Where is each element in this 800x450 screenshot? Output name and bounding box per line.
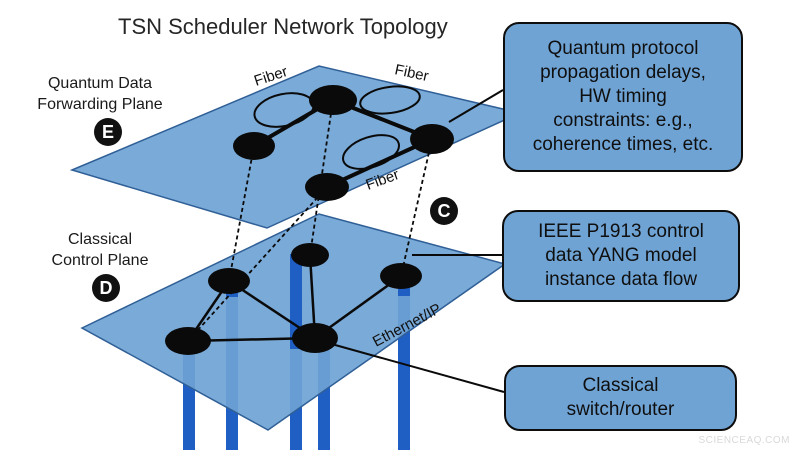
label-line: Control Plane: [51, 252, 149, 269]
callout-pointers: [327, 89, 505, 393]
quantum-plane-label: Quantum Data Forwarding Plane: [20, 73, 180, 115]
quantum-node: [233, 132, 275, 160]
label-line: Quantum Data: [47, 75, 153, 92]
quantum-nodes: [233, 85, 454, 201]
callout-line: Classical: [582, 375, 659, 396]
callout-line: HW timing: [579, 86, 667, 107]
classical-node: [165, 327, 211, 355]
label-line: Classical: [67, 231, 132, 248]
classical-plane-label: Classical Control Plane: [30, 229, 170, 271]
callout-yang-model: IEEE P1913 control data YANG model insta…: [502, 210, 740, 302]
badge-d: D: [92, 274, 120, 302]
dashed-link: [228, 145, 255, 282]
diagram-title: TSN Scheduler Network Topology: [118, 14, 448, 39]
callout-line: IEEE P1913 control: [538, 221, 704, 242]
callout-line: coherence times, etc.: [532, 134, 714, 155]
badge-c: C: [430, 197, 458, 225]
post: [290, 254, 302, 349]
callout-line: data YANG model: [545, 245, 697, 266]
watermark: SCIENCEAQ.COM: [698, 435, 790, 446]
pointer-quantum-constraints: [448, 89, 504, 123]
fiber-label-right: Fiber: [393, 61, 430, 85]
quantum-node: [305, 173, 349, 201]
callout-line: Quantum protocol: [547, 38, 699, 59]
quantum-node: [309, 85, 357, 115]
callout-line: propagation delays,: [540, 62, 706, 83]
badge-e: E: [94, 118, 122, 146]
callout-switch-router: Classical switch/router: [504, 365, 737, 431]
callout-quantum-constraints: Quantum protocol propagation delays, HW …: [503, 22, 743, 172]
callout-line: switch/router: [566, 399, 675, 420]
label-line: Forwarding Plane: [37, 96, 163, 113]
callout-line: constraints: e.g.,: [553, 110, 693, 131]
pointer-switch-router: [327, 342, 505, 393]
dashed-link: [400, 138, 433, 277]
fiber-loop: [359, 85, 421, 115]
quantum-node: [410, 124, 454, 154]
classical-node: [208, 268, 250, 294]
classical-nodes: [165, 243, 422, 355]
callout-line: instance data flow: [544, 269, 698, 290]
classical-node: [292, 323, 338, 353]
